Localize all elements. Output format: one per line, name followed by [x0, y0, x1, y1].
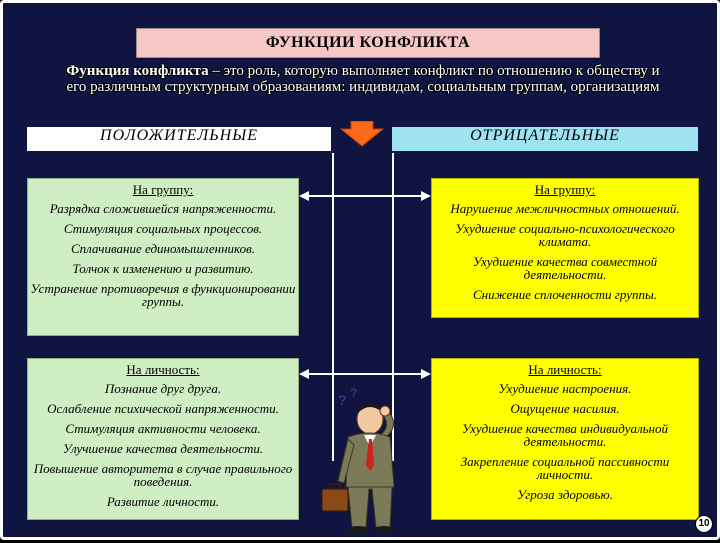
svg-text:?: ? [338, 392, 347, 408]
negative-group-label: На группу: [534, 182, 596, 197]
positive-header: ПОЛОЖИТЕЛЬНЫЕ [27, 127, 331, 151]
list-item: Стимуляция активности человека. [65, 421, 261, 436]
list-item: Ухудшение качества совместной деятельнос… [472, 254, 658, 282]
list-item: Разрядка сложившейся напряженности. [49, 201, 277, 216]
positive-person-label: На личность: [126, 362, 200, 377]
negative-group-box: На группу: Нарушение межличностных отнош… [431, 178, 699, 318]
list-item: Познание друг друга. [104, 381, 222, 396]
negative-header: ОТРИЦАТЕЛЬНЫЕ [392, 127, 698, 151]
slide-title: ФУНКЦИИ КОНФЛИКТА [136, 28, 600, 58]
list-item: Угроза здоровью. [517, 487, 613, 502]
list-item: Ощущение насилия. [510, 401, 620, 416]
definition-body: – это роль, которую выполняет конфликт п… [66, 63, 660, 95]
svg-text:?: ? [350, 386, 357, 400]
negative-person-box: На личность: Ухудшение настроения. Ощуще… [431, 358, 699, 520]
definition-term: Функция конфликта [66, 63, 209, 79]
list-item: Закрепление социальной пассивности лично… [460, 454, 670, 482]
list-item: Ухудшение социально-психологического кли… [455, 221, 675, 249]
negative-person-label: На личность: [528, 362, 602, 377]
list-item: Повышение авторитета в случае правильног… [33, 461, 293, 489]
list-item: Развитие личности. [106, 494, 220, 509]
list-item: Устранение противоречия в функционирован… [30, 281, 296, 309]
list-item: Нарушение межличностных отношений. [450, 201, 680, 216]
list-item: Улучшение качества деятельности. [62, 441, 264, 456]
list-item: Ослабление психической напряженности. [47, 401, 279, 416]
down-arrow-icon [339, 121, 385, 147]
positive-person-box: На личность: Познание друг друга. Ослабл… [27, 358, 299, 520]
list-item: Сплачивание единомышленников. [70, 241, 256, 256]
list-item: Толчок к изменению и развитию. [72, 261, 254, 276]
page-number: 10 [695, 515, 713, 533]
positive-group-label: На группу: [132, 182, 194, 197]
definition-text: Функция конфликта – это роль, которую вы… [63, 63, 663, 95]
list-item: Ухудшение настроения. [498, 381, 632, 396]
list-item: Ухудшение качества индивидуальной деятел… [462, 421, 668, 449]
list-item: Стимуляция социальных процессов. [63, 221, 263, 236]
list-item: Снижение сплоченности группы. [472, 287, 658, 302]
confused-businessman-illustration: ? ? [321, 386, 395, 534]
positive-group-box: На группу: Разрядка сложившейся напряжен… [27, 178, 299, 336]
